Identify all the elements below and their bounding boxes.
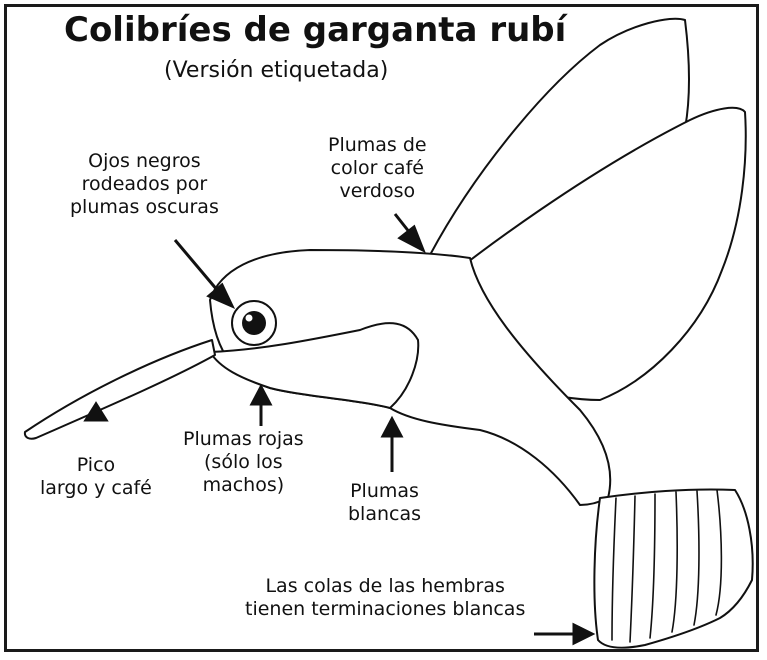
arrow-throat-head bbox=[249, 383, 273, 406]
label-back: Plumas de color café verdoso bbox=[328, 134, 427, 203]
label-throat-line-3: machos) bbox=[202, 474, 285, 496]
label-tail: Las colas de las hembras tienen terminac… bbox=[245, 575, 525, 621]
label-back-line-2: color café bbox=[330, 157, 424, 179]
arrow-back-line bbox=[393, 213, 412, 234]
label-back-line-1: Plumas de bbox=[328, 134, 427, 156]
page-title: Colibríes de garganta rubí bbox=[64, 10, 567, 50]
beak bbox=[23, 339, 216, 440]
label-throat: Plumas rojas (sólo los machos) bbox=[183, 428, 304, 497]
arrow-belly-head bbox=[380, 415, 404, 438]
label-belly-line-2: blancas bbox=[348, 503, 422, 525]
label-beak-line-1: Pico bbox=[76, 454, 116, 476]
eye-highlight bbox=[245, 314, 253, 322]
label-throat-line-1: Plumas rojas bbox=[183, 428, 304, 450]
label-back-line-3: verdoso bbox=[339, 180, 416, 202]
label-throat-line-2: (sólo los bbox=[204, 451, 283, 473]
label-belly-line-1: Plumas bbox=[350, 480, 419, 502]
eye-pupil bbox=[242, 311, 266, 335]
label-beak: Pico largo y café bbox=[40, 454, 152, 500]
label-eyes-line-2: rodeados por bbox=[81, 173, 208, 195]
arrow-back-head bbox=[397, 224, 426, 254]
label-tail-line-1: Las colas de las hembras bbox=[265, 575, 505, 597]
arrow-tail-head bbox=[572, 622, 596, 646]
label-beak-line-2: largo y café bbox=[40, 477, 152, 499]
arrow-eyes-line bbox=[173, 239, 220, 292]
label-eyes-line-3: plumas oscuras bbox=[70, 196, 219, 218]
label-belly: Plumas blancas bbox=[348, 480, 421, 526]
arrow-beak-head bbox=[83, 401, 109, 422]
label-tail-line-2: tienen terminaciones blancas bbox=[245, 598, 526, 620]
page-subtitle: (Versión etiquetada) bbox=[164, 58, 389, 83]
label-eyes: Ojos negros rodeados por plumas oscuras bbox=[70, 150, 219, 219]
label-eyes-line-1: Ojos negros bbox=[88, 150, 201, 172]
throat-patch bbox=[209, 322, 420, 409]
arrow-eyes-head bbox=[206, 282, 236, 309]
